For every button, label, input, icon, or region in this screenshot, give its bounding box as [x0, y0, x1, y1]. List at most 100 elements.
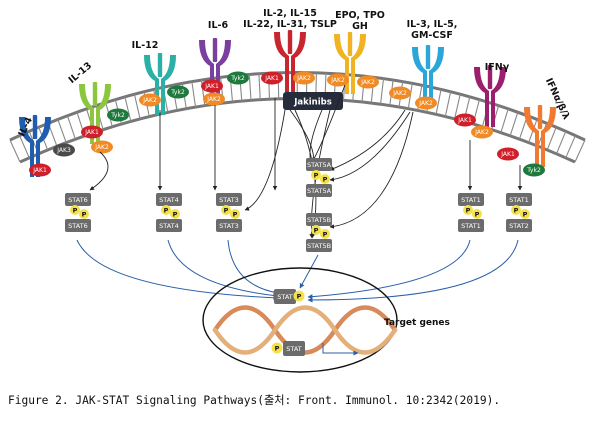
jak-label: JAK1	[264, 75, 279, 82]
receptor-label-line: IL-3, IL-5,	[407, 19, 458, 30]
phospho-label: P	[224, 206, 229, 214]
stat-bottom-label: STAT3	[219, 222, 239, 230]
stat-bottom-label: STAT4	[159, 222, 179, 230]
stat-bottom-label: STAT2	[509, 222, 529, 230]
phospho-label: P	[523, 210, 528, 218]
stat-bottom-block	[306, 239, 332, 252]
jak-shape	[201, 79, 223, 93]
stat-top-block	[65, 193, 91, 206]
receptors: IL-4JAK1JAK3IL-13JAK1Tyk2JAK2IL-12JAK2Ty…	[16, 8, 572, 177]
phospho-label: P	[82, 210, 87, 218]
stat-bottom-label: STAT6	[68, 222, 88, 230]
jak-shape	[139, 93, 161, 107]
phospho-circle	[230, 209, 240, 219]
receptor-ligand	[347, 32, 353, 56]
jak-oval: JAK1	[497, 147, 519, 161]
jak-shape	[261, 71, 283, 85]
stat-top-label: STAT6	[68, 196, 88, 204]
receptor-label-line: IL-6	[208, 20, 229, 31]
phospho-circle	[170, 209, 180, 219]
phospho-label: P	[475, 210, 480, 218]
jak-label: JAK2	[94, 144, 109, 151]
receptor-ligand	[92, 82, 98, 106]
nuclear-stat-monomer: P STAT	[271, 341, 305, 356]
jak-shape	[389, 86, 411, 100]
receptor-chain-left	[19, 117, 34, 177]
stat-bottom-block	[458, 219, 484, 232]
jak-oval: Tyk2	[523, 163, 545, 177]
jak-oval: JAK2	[415, 96, 437, 110]
phospho-circle	[511, 205, 521, 215]
stat-top-block	[306, 213, 332, 226]
jak-shape	[29, 163, 51, 177]
nuclear-p-label: P	[297, 293, 302, 301]
jak-label: Tyk2	[170, 89, 185, 96]
receptor-chain-left	[474, 67, 489, 127]
jak-shape	[357, 75, 379, 89]
phospho-circle	[320, 229, 330, 239]
jak-label: JAK2	[142, 97, 157, 104]
phospho-label: P	[173, 210, 178, 218]
receptor-label: IL-6	[208, 20, 229, 31]
jak-label: JAK2	[418, 100, 433, 107]
phospho-label: P	[314, 226, 319, 234]
jak-label: JAK1	[500, 151, 515, 158]
jak-label: JAK1	[32, 167, 47, 174]
jak-oval: JAK2	[293, 71, 315, 85]
jak-shape	[497, 147, 519, 161]
phospho-label: P	[233, 210, 238, 218]
jak-label: JAK1	[457, 117, 472, 124]
phospho-label: P	[514, 206, 519, 214]
jak-shape	[227, 71, 249, 85]
receptor-chain-right	[491, 67, 506, 127]
jak-oval: JAK1	[29, 163, 51, 177]
jak-label: Tyk2	[526, 167, 541, 174]
stat-bottom-block	[506, 219, 532, 232]
jak-label: Tyk2	[230, 75, 245, 82]
target-genes-label: Target genes	[384, 318, 450, 328]
phospho-label: P	[323, 175, 328, 183]
nuclear-stat-label: STAT	[277, 293, 293, 301]
receptor-label-line: IFNα/β/λ	[543, 77, 572, 122]
jak-oval: JAK2	[389, 86, 411, 100]
phospho-circle	[320, 174, 330, 184]
jak-label: JAK2	[474, 129, 489, 136]
stat-top-label: STAT1	[461, 196, 481, 204]
jak-stat-diagram: IL-4JAK1JAK3IL-13JAK1Tyk2JAK2IL-12JAK2Ty…	[9, 8, 586, 373]
stat-top-label: STAT5A	[307, 161, 332, 169]
receptor-body	[412, 45, 444, 107]
receptor-label: IL-12	[132, 40, 159, 51]
receptor-label-line: GM-CSF	[411, 30, 453, 41]
jak-label: JAK1	[204, 83, 219, 90]
stat-bottom-block	[156, 219, 182, 232]
receptor-ligand	[212, 38, 218, 62]
stat-top-block	[156, 193, 182, 206]
jak-oval: JAK1	[81, 125, 103, 139]
phospho-circle	[70, 205, 80, 215]
jak-oval: Tyk2	[167, 85, 189, 99]
jak-oval: JAK3	[53, 143, 75, 157]
receptor-chain-right	[161, 55, 176, 115]
jak-shape	[454, 113, 476, 127]
jak-oval: JAK2	[327, 73, 349, 87]
receptor-chain-left	[524, 107, 539, 167]
nuclear-p2-label: P	[275, 345, 280, 353]
stat-top-block	[216, 193, 242, 206]
receptor-chain-right	[351, 34, 366, 94]
jak-shape	[53, 143, 75, 157]
jakinibs-label: Jakinibs	[293, 98, 332, 108]
